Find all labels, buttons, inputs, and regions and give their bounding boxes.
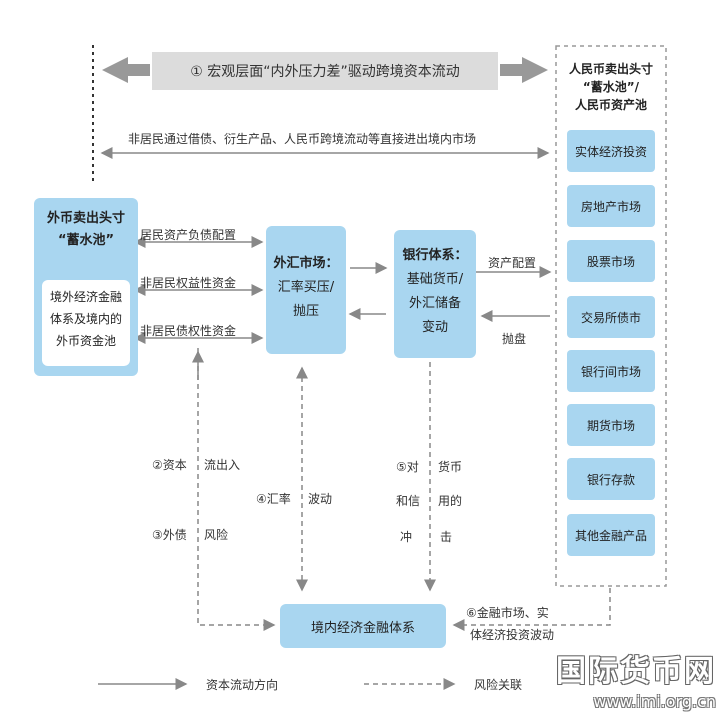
rmb-item-stock: 股票市场 [567,240,655,282]
fx-volatility-label-b: 波动 [308,492,333,506]
shock-label-c1: 冲 [400,530,413,544]
domestic-system-label: 境内经济金融体系 [310,620,415,636]
banner-right-arrow [500,57,548,83]
rmb-item-exchange-bond: 交易所债市 [567,296,655,338]
bank-system-box: 银行体系： 基础货币/ 外汇储备 变动 [394,230,476,358]
macro-banner-text: ① 宏观层面“内外压力差”驱动跨境资本流动 [190,64,460,80]
direct-access-label: 非居民通过借债、衍生产品、人民币跨境流动等直接进出境内市场 [128,132,477,146]
nonresident-equity-label: 非居民权益性资金 [140,276,237,290]
fx-market-title: 外汇市场： [273,256,339,271]
foreign-pool-inner: 境外经济金融 体系及境内的 外币资金池 [42,280,130,366]
shock-label-a1: ⑤对 [396,460,419,474]
rmb-pool-title-1: 人民币卖出头寸 [568,62,653,76]
shock-label-a2: 货币 [438,460,463,474]
market-volatility-label-1: ⑥金融市场、实 [466,606,549,620]
banner-left-arrow [102,57,150,83]
fx-market-line3: 抛压 [292,304,319,319]
legend-dashed-label: 风险关联 [474,678,523,692]
watermark-title: 国际货币网 [556,654,716,689]
watermark-url: www.imi.org.cn [593,692,716,711]
resident-debt-label: 居民资产负债配置 [140,228,237,242]
foreign-pool-title-1: 外币卖出头寸 [46,211,125,226]
market-volatility-label-2: 体经济投资波动 [470,628,555,642]
foreign-currency-pool: 外币卖出头寸 “蓄水池” 境外经济金融 体系及境内的 外币资金池 [34,198,138,376]
rmb-item-real-economy: 实体经济投资 [567,130,655,172]
market-volatility-dashed [452,588,611,631]
bank-system-title: 银行体系： [402,248,468,263]
rmb-pool-title-3: 人民币资产池 [574,98,647,112]
foreign-pool-inner-1: 境外经济金融 [49,290,122,304]
rmb-pool-border [555,45,667,587]
shock-label-b1: 和信 [396,494,421,508]
foreign-pool-title-2: “蓄水池” [57,233,115,248]
foreign-pool-inner-2: 体系及境内的 [49,312,122,326]
capital-flow-label-b: 流出入 [204,458,241,472]
external-debt-label-a: ③外债 [152,528,187,542]
watermark-logo: 国际货币网 www.imi.org.cn [536,646,716,716]
bank-system-line4: 变动 [421,320,448,335]
rmb-item-interbank: 银行间市场 [567,350,655,392]
fx-market-line2: 汇率买压/ [277,280,335,295]
rmb-item-other-products: 其他金融产品 [567,514,655,556]
domestic-system-box: 境内经济金融体系 [280,604,446,648]
external-debt-label-b: 风险 [204,528,229,542]
rmb-pool-header: 人民币卖出头寸 “蓄水池”/ 人民币资产池 [556,60,666,114]
rmb-item-real-estate: 房地产市场 [567,185,655,227]
macro-banner: ① 宏观层面“内外压力差”驱动跨境资本流动 [152,52,498,90]
capital-flow-label-a: ②资本 [152,458,187,472]
shock-label-b2: 用的 [438,494,463,508]
foreign-pool-inner-3: 外币资金池 [55,334,116,348]
bank-system-line3: 外汇储备 [408,296,461,311]
capital-risk-dashed [197,348,276,631]
foreign-pool-title: 外币卖出头寸 “蓄水池” [34,208,138,252]
shock-label-c2: 击 [440,530,453,544]
nonresident-debt-label: 非居民债权性资金 [140,324,237,338]
fx-market-box: 外汇市场： 汇率买压/ 抛压 [266,226,346,354]
fx-volatility-label-a: ④汇率 [256,492,291,506]
sell-off-label: 抛盘 [502,332,527,346]
rmb-pool-title-2: “蓄水池”/ [582,80,640,94]
asset-allocation-label: 资产配置 [488,256,537,270]
rmb-item-futures: 期货市场 [567,404,655,446]
legend-solid-label: 资本流动方向 [206,678,279,692]
rmb-item-deposits: 银行存款 [567,458,655,500]
bank-system-line2: 基础货币/ [406,272,464,287]
